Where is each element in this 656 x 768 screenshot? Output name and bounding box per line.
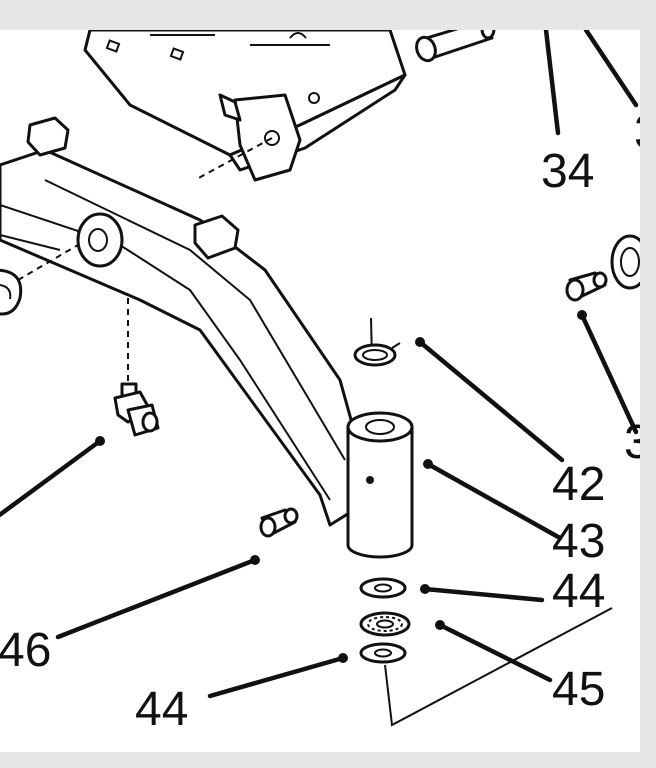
bearing-45: [359, 611, 411, 637]
partial-bearing-right: [610, 234, 640, 290]
callout-44-right: 44: [552, 565, 605, 618]
callout-43: 43: [552, 515, 605, 568]
pivot-shaft-43: [346, 411, 414, 559]
snap-ring-42: [353, 342, 401, 367]
grease-fitting-right: [565, 271, 608, 302]
callout-42: 42: [552, 458, 605, 511]
leader-lines: [0, 30, 639, 699]
callout-45: 45: [552, 663, 605, 716]
washer-44-bottom: [359, 642, 407, 664]
washer-44-top: [359, 577, 407, 599]
callout-34: 34: [541, 145, 594, 198]
callout-3-right-partial: 3: [624, 416, 640, 469]
callout-3-top-partial: 3: [634, 106, 640, 159]
exploded-parts-diagram: 34 3 3 42 43 44 45 46 44: [0, 30, 640, 736]
frame-pin: [415, 30, 496, 63]
callout-46: 46: [0, 624, 51, 677]
retaining-clip-left: [0, 268, 23, 316]
grease-fitting-angled: [113, 382, 160, 437]
group-bracket: [384, 607, 613, 727]
parts-diagram-panel: 34 3 3 42 43 44 45 46 44: [0, 30, 640, 752]
upper-frame-assembly: [83, 30, 407, 182]
pivot-arm: [0, 116, 372, 527]
grease-fitting-46: [259, 507, 299, 538]
callout-44-bottom: 44: [135, 683, 188, 736]
